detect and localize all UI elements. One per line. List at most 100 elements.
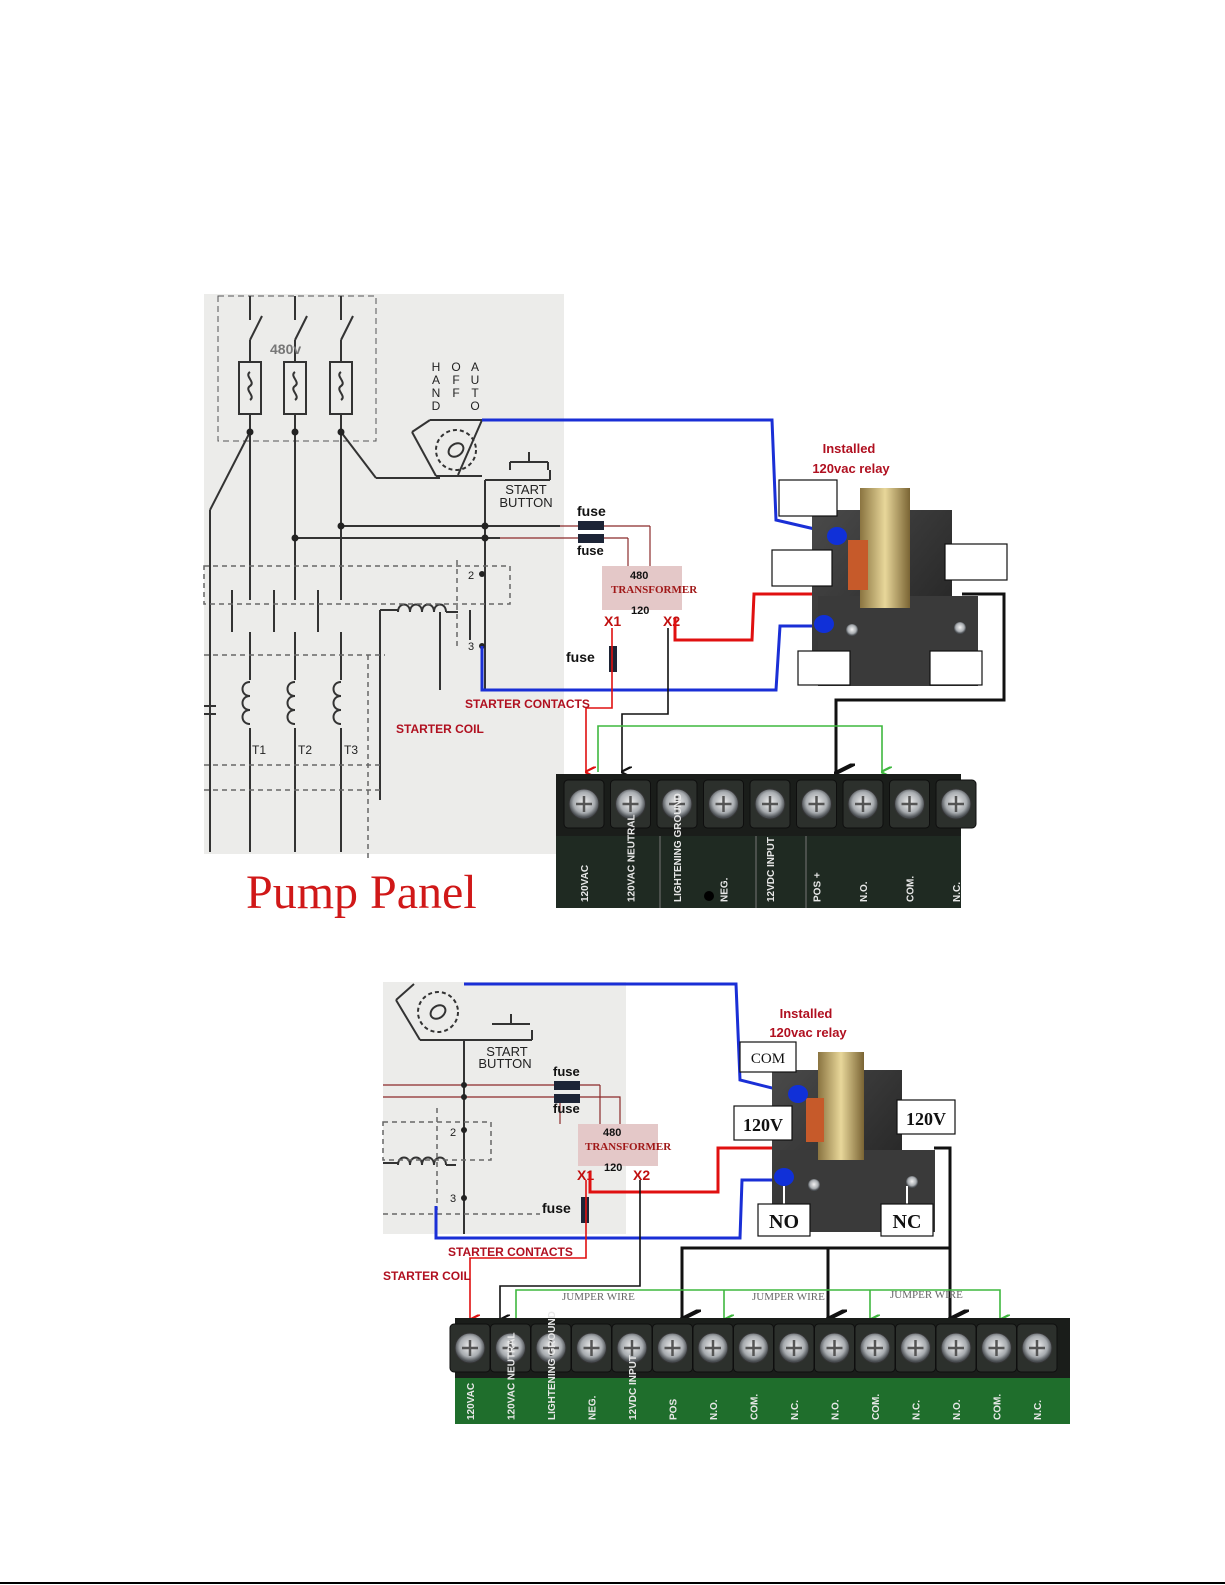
relay-label-box xyxy=(896,1099,956,1135)
bottom-schematic: START BUTTON 2 3 xyxy=(382,982,626,1234)
voltage-label: 480v xyxy=(270,341,301,357)
fuse-label: fuse xyxy=(577,543,604,558)
letter-a2: A xyxy=(471,360,479,374)
contact-number-3: 3 xyxy=(450,1193,456,1205)
starter-coil-label: STARTER COIL xyxy=(383,1269,471,1283)
motor-terminal-t2: T2 xyxy=(298,743,312,757)
terminal-label: COM. xyxy=(750,1394,761,1420)
letter-f: F xyxy=(452,373,459,387)
green-jumper-top xyxy=(597,725,882,772)
transformer-x1: X1 xyxy=(604,613,621,629)
jumper-wire-label: JUMPER WIRE xyxy=(562,1291,635,1303)
terminal-label: NEG. xyxy=(588,1395,599,1420)
pump-panel-caption: Pump Panel xyxy=(246,866,477,919)
fuse-icon xyxy=(578,534,604,543)
top-transformer-section: fuse fuse 480 TRANSFORMER 120 X1 X2 fuse xyxy=(500,503,698,672)
relay-label-box xyxy=(757,1203,811,1237)
letter-h: H xyxy=(432,360,441,374)
schematic-background xyxy=(383,982,626,1234)
start-button-label-2: BUTTON xyxy=(478,1056,531,1071)
jumper-wire-label: JUMPER WIRE xyxy=(890,1289,963,1301)
fuse-icon xyxy=(554,1094,580,1103)
transformer-name: TRANSFORMER xyxy=(611,584,698,596)
terminal-label: POS + xyxy=(813,872,824,902)
green-jumper-bottom xyxy=(515,1289,1000,1320)
contact-number-2: 2 xyxy=(450,1127,456,1139)
left-120v-label: 120V xyxy=(743,1115,783,1135)
terminal-label: POS xyxy=(669,1399,680,1420)
relay-label-box xyxy=(778,479,838,517)
transformer-name: TRANSFORMER xyxy=(585,1141,672,1153)
fuse-label: fuse xyxy=(553,1064,580,1079)
terminal-label: N.C. xyxy=(790,1400,801,1420)
no-terminal-marker xyxy=(774,1168,794,1186)
terminal-label: 12VDC INPUT xyxy=(766,837,777,902)
top-thin-wires xyxy=(586,628,882,772)
terminal-screws xyxy=(449,1323,1058,1373)
start-button-label: START xyxy=(486,1044,527,1059)
start-button-label: START xyxy=(505,482,546,497)
transformer-box xyxy=(602,566,682,610)
transformer-primary: 480 xyxy=(630,570,648,582)
letter-f2: F xyxy=(452,386,459,400)
start-button-label-2: BUTTON xyxy=(499,495,552,510)
relay-terminal-screw xyxy=(906,1176,918,1188)
relay-terminal-screw xyxy=(808,1179,820,1191)
fuse-icon xyxy=(554,1081,580,1090)
relay-coil xyxy=(806,1098,824,1142)
relay-terminal-screw xyxy=(846,624,858,636)
com-terminal-marker xyxy=(788,1085,808,1103)
relay-label-box xyxy=(944,543,1008,581)
terminal-label: NEG. xyxy=(720,877,731,902)
relay-armature xyxy=(818,1052,864,1160)
motor-terminal-t3: T3 xyxy=(344,743,358,757)
schematic-background xyxy=(204,294,564,854)
terminal-label: COM. xyxy=(871,1394,882,1420)
fuse-label: fuse xyxy=(566,649,595,665)
terminal-label: 120VAC NEUTRAL xyxy=(507,1332,518,1420)
terminal-label: 120VAC NEUTRAL xyxy=(627,814,638,902)
terminal-label: 120VAC xyxy=(580,865,591,902)
terminal-label: COM. xyxy=(906,876,917,902)
contact-number-3: 3 xyxy=(468,641,474,653)
junction-dots xyxy=(246,428,489,649)
blue-wire-hoa-to-relay xyxy=(482,418,837,536)
letter-o2: O xyxy=(470,399,479,413)
transformer-primary: 480 xyxy=(603,1127,621,1139)
relay-label-box xyxy=(880,1203,934,1237)
bottom-thin-wires xyxy=(470,1180,1000,1320)
terminal-label: LIGHTENING GROUND xyxy=(673,793,684,902)
terminal-label: 12VDC INPUT xyxy=(628,1355,639,1420)
transformer-x2: X2 xyxy=(633,1167,650,1183)
blue-wire-contacts-to-no xyxy=(480,624,822,692)
com-terminal-marker xyxy=(827,527,847,545)
terminal-label: N.O. xyxy=(859,881,870,902)
relay-label-box xyxy=(739,1041,797,1073)
fuse-icon xyxy=(609,646,617,672)
letter-u: U xyxy=(471,373,480,387)
letter-a: A xyxy=(432,373,440,387)
terminal-label: N.O. xyxy=(831,1399,842,1420)
jumper-wire-label: JUMPER WIRE xyxy=(752,1291,825,1303)
transformer-secondary: 120 xyxy=(631,605,649,617)
relay-label-box xyxy=(733,1105,793,1141)
starter-contacts-label: STARTER CONTACTS xyxy=(465,697,590,711)
hand-off-auto-selector xyxy=(411,419,483,477)
no-label: NO xyxy=(769,1211,799,1233)
terminal-labels: 120VAC 120VAC NEUTRAL LIGHTENING GROUND NEG… xyxy=(580,793,963,902)
relay-label-box xyxy=(797,650,851,686)
relay-title: Installed xyxy=(823,441,876,456)
terminal-screws xyxy=(563,779,977,829)
red-wire-x1-to-120vac xyxy=(586,628,613,772)
com-label: COM xyxy=(751,1051,785,1067)
switch-letters: H A N D O F F A U T O xyxy=(432,360,480,413)
starter-coil-label: STARTER COIL xyxy=(396,722,484,736)
control-dashes xyxy=(203,560,511,860)
bottom-relay: Installed 120vac relay COM 120V 120V NO … xyxy=(733,1006,956,1237)
transformer-secondary: 120 xyxy=(604,1162,622,1174)
relay-title-2: 120vac relay xyxy=(812,461,890,476)
breaker-enclosure xyxy=(217,295,377,442)
motor-terminal-t1: T1 xyxy=(252,743,266,757)
